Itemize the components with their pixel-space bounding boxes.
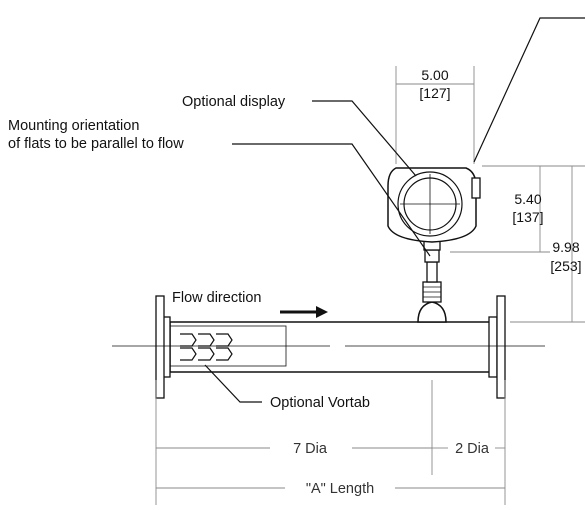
downstream-length: 2 Dia [455, 441, 490, 457]
vortab-tab-4 [180, 347, 197, 361]
vortab-tab-3 [216, 333, 233, 347]
vortab-tab-2 [198, 333, 215, 347]
mounting-label-line1: Mounting orientation [8, 118, 139, 134]
mounting-leader [232, 143, 431, 257]
labels: Optional display Mounting orientation of… [8, 94, 370, 411]
width-mm: [127] [419, 85, 450, 101]
dimension-lines [155, 17, 585, 505]
head-cap-right [471, 177, 481, 199]
total-height-in: 9.98 [552, 239, 579, 255]
vortab-insert [169, 325, 287, 367]
mounting-label-line2: of flats to be parallel to flow [8, 136, 184, 152]
vortab-tab-5 [198, 347, 215, 361]
display-leader [312, 100, 417, 177]
head-enclosure [387, 167, 477, 243]
vortab-tab-1 [180, 333, 197, 347]
upstream-length: 7 Dia [293, 441, 328, 457]
stem-tube [426, 261, 438, 283]
pipe-body [169, 321, 499, 373]
left-flange [155, 295, 165, 399]
optional-display-label: Optional display [182, 94, 286, 110]
dimension-labels: 5.00 [127] 5.40 [137] 9.98 [253] 7 Dia 2… [293, 67, 582, 497]
overall-length: "A" Length [306, 481, 374, 497]
electronics-head [387, 167, 481, 243]
vortab-leader [204, 364, 262, 403]
head-height-in: 5.40 [514, 191, 541, 207]
optional-vortab-label: Optional Vortab [270, 395, 370, 411]
flow-direction-label: Flow direction [172, 290, 261, 306]
right-flange [496, 295, 506, 399]
head-height-mm: [137] [512, 209, 543, 225]
leader-lines [204, 100, 431, 403]
flow-arrow-head [316, 306, 328, 318]
sensor-boss [417, 301, 447, 323]
pipe-assembly [112, 295, 545, 399]
width-in: 5.00 [421, 67, 448, 83]
display-window-outer [397, 171, 463, 237]
total-height-mm: [253] [550, 258, 581, 274]
vortab-box [169, 325, 287, 367]
pipe-collar-right [488, 316, 498, 378]
vortab-tab-6 [216, 347, 233, 361]
